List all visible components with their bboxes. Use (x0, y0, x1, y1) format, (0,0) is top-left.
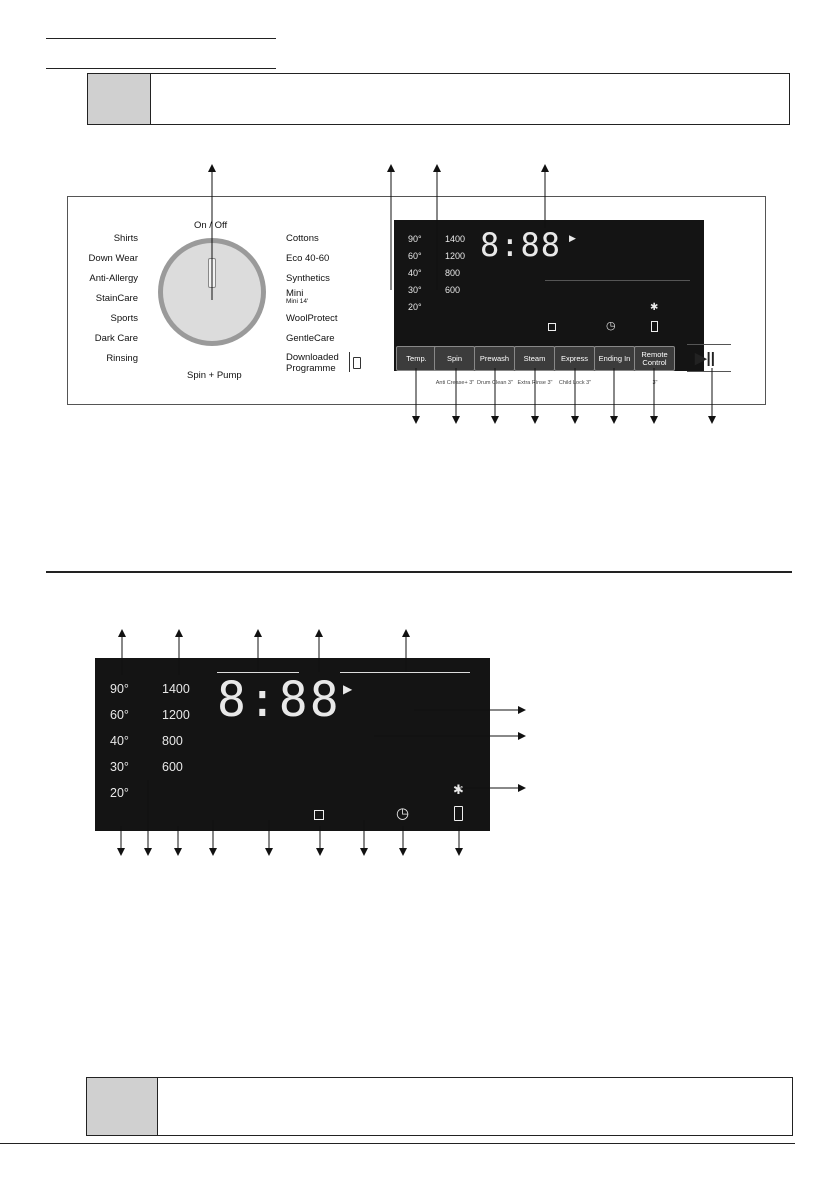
large-temp-60: 60° (110, 708, 129, 722)
spin-800: 800 (445, 268, 461, 278)
lock-icon (548, 323, 556, 331)
note-box-bottom-marker (87, 1078, 158, 1135)
large-spin-1400: 1400 (162, 682, 190, 696)
heading-underline-2 (46, 68, 276, 69)
on-off-label[interactable]: On / Off (194, 220, 228, 231)
spin-600: 600 (445, 285, 461, 295)
large-programme-bar (340, 672, 470, 673)
programme-cottons[interactable]: Cottons (286, 233, 319, 244)
programme-mini[interactable]: Mini (286, 288, 304, 299)
lcd-divider (545, 280, 690, 281)
programme-eco[interactable]: Eco 40-60 (286, 253, 330, 264)
start-pause-button[interactable]: ▶|| (687, 344, 731, 372)
spin-1400: 1400 (445, 234, 466, 244)
note-box-bottom (86, 1077, 793, 1136)
temp-90: 90° (408, 234, 422, 244)
large-play-icon: ▶ (343, 682, 353, 696)
temp-20: 20° (408, 302, 422, 312)
bluetooth-icon: ✱ (650, 302, 659, 313)
spin-pump-label[interactable]: Spin + Pump (187, 370, 242, 381)
programme-dark-care[interactable]: Dark Care (94, 333, 138, 344)
large-temp-90: 90° (110, 682, 129, 696)
spin-1200: 1200 (445, 251, 466, 261)
phone-icon (353, 357, 361, 369)
remote-control-button-sub: 3" (652, 380, 658, 386)
programme-anti-allergy[interactable]: Anti-Allergy (89, 273, 138, 284)
prewash-button[interactable]: Prewash (474, 346, 515, 371)
programme-shirts[interactable]: Shirts (113, 233, 138, 244)
temp-button[interactable]: Temp. (396, 346, 437, 371)
timer-icon: ◷ (606, 320, 616, 332)
programme-down-wear[interactable]: Down Wear (88, 253, 138, 264)
temp-60: 60° (408, 251, 422, 261)
programme-staincare[interactable]: StainCare (95, 293, 138, 304)
temp-30: 30° (408, 285, 422, 295)
large-bluetooth-icon: ✱ (453, 782, 464, 797)
large-temp-40: 40° (110, 734, 129, 748)
remote-phone-icon (651, 321, 658, 332)
large-time-digits: 8:88 (217, 672, 341, 728)
temp-40: 40° (408, 268, 422, 278)
heading-underline-1 (46, 38, 276, 39)
large-timer-icon: ◷ (396, 805, 410, 822)
display-small: 90° 60° 40° 30° 20° 1400 1200 800 600 8:… (394, 220, 704, 371)
note-box-top (87, 73, 790, 125)
programme-synthetics[interactable]: Synthetics (286, 273, 330, 284)
large-temp-30: 30° (110, 760, 129, 774)
programme-sports[interactable]: Sports (110, 313, 138, 324)
time-digits: 8:88 (480, 226, 562, 264)
programme-woolprotect[interactable]: WoolProtect (286, 313, 338, 324)
note-box-top-marker (88, 74, 151, 124)
programme-downloaded[interactable]: Downloaded Programme (286, 352, 339, 374)
programme-rinsing[interactable]: Rinsing (106, 353, 138, 364)
remote-control-button[interactable]: Remote Control (634, 346, 675, 371)
spin-button-sub: Anti Crease+ 3" (435, 380, 475, 386)
programme-gentlecare[interactable]: GentleCare (286, 333, 335, 344)
large-digits-bar (217, 672, 299, 673)
play-icon: ▶ (569, 233, 576, 243)
spin-button[interactable]: Spin (434, 346, 475, 371)
programme-mini-sub: Mini 14' (286, 298, 309, 305)
large-spin-800: 800 (162, 734, 183, 748)
section-divider (46, 571, 792, 573)
large-spin-1200: 1200 (162, 708, 190, 722)
large-lock-icon (314, 810, 324, 820)
large-temp-20: 20° (110, 786, 129, 800)
display-large: 90° 60° 40° 30° 20° 1400 1200 800 600 8:… (95, 658, 490, 831)
downloaded-phone-icon (349, 352, 350, 372)
large-phone-icon (454, 806, 463, 821)
steam-button[interactable]: Steam (514, 346, 555, 371)
start-pause-icon: ▶|| (695, 350, 715, 367)
footer-line (0, 1143, 795, 1144)
large-spin-600: 600 (162, 760, 183, 774)
